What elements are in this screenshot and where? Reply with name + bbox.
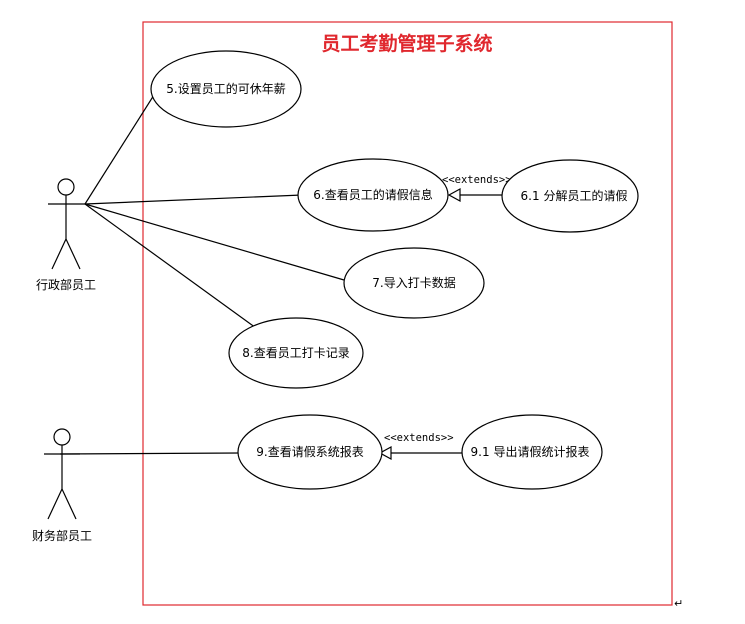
association-admin-uc6 (84, 194, 303, 205)
use-case-7: 7.导入打卡数据 (343, 247, 485, 319)
use-case-9-label: 9.查看请假系统报表 (256, 444, 363, 459)
use-case-8-label: 8.查看员工打卡记录 (242, 346, 349, 360)
use-case-6: 6.查看员工的请假信息 (297, 158, 449, 232)
actor-finance: 财务部员工 (32, 428, 92, 543)
extends-arrowhead-upper (447, 187, 461, 203)
use-case-6-1: 6.1 分解员工的请假 (501, 159, 639, 233)
extends-label-upper: <<extends>> (442, 174, 512, 186)
system-boundary (142, 21, 673, 606)
actor-finance-label: 财务部员工 (32, 528, 92, 543)
actor-admin-left-leg (51, 238, 67, 270)
association-finance-uc9 (59, 452, 241, 455)
use-case-7-shape (343, 247, 485, 319)
use-case-6-1-shape (501, 159, 639, 233)
actor-finance-left-leg (47, 488, 63, 520)
use-case-8-shape (228, 317, 364, 389)
use-case-9: 9.查看请假系统报表 (237, 414, 383, 490)
association-admin-uc8 (84, 203, 257, 329)
actor-admin: 行政部员工 (36, 178, 96, 292)
use-case-9-1-shape (461, 414, 603, 490)
actor-admin-label: 行政部员工 (36, 277, 96, 292)
use-case-9-1-label: 9.1 导出请假统计报表 (471, 444, 590, 459)
use-case-5: 5.设置员工的可休年薪 (150, 50, 302, 128)
use-case-6-label: 6.查看员工的请假信息 (313, 187, 432, 202)
actor-admin-head (57, 178, 75, 196)
system-title: 员工考勤管理子系统 (321, 32, 492, 55)
paragraph-return-mark: ↵ (674, 597, 683, 610)
extends-label-lower: <<extends>> (384, 432, 454, 444)
association-admin-uc7 (84, 203, 345, 281)
use-case-9-shape (237, 414, 383, 490)
actor-finance-head (53, 428, 71, 446)
use-case-9-1: 9.1 导出请假统计报表 (461, 414, 603, 490)
use-case-5-shape (150, 50, 302, 128)
use-case-6-1-label: 6.1 分解员工的请假 (521, 188, 628, 203)
extends-arrowhead-lower (378, 445, 392, 461)
actor-finance-right-leg (61, 488, 77, 520)
actor-admin-right-leg (65, 238, 81, 270)
use-case-8: 8.查看员工打卡记录 (228, 317, 364, 389)
use-case-6-shape (297, 158, 449, 232)
use-case-5-label: 5.设置员工的可休年薪 (166, 81, 285, 96)
use-case-7-label: 7.导入打卡数据 (372, 275, 455, 290)
